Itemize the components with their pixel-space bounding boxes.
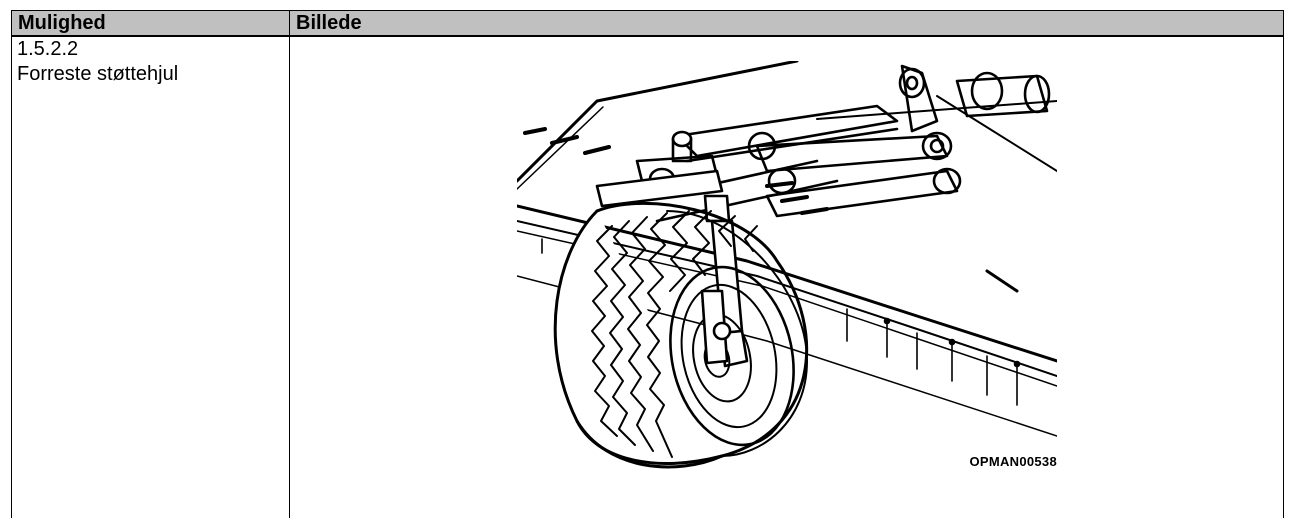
section-number: 1.5.2.2: [17, 38, 79, 60]
option-cell: 1.5.2.2 Forreste støttehjul: [11, 36, 290, 518]
table-row: 1.5.2.2 Forreste støttehjul: [11, 36, 1284, 518]
front-support-wheel-illustration: [517, 61, 1057, 469]
image-cell: OPMAN00538: [289, 36, 1284, 518]
wheel-fork: [700, 289, 732, 365]
figure-code: OPMAN00538: [969, 454, 1057, 469]
front-support-wheel-figure: OPMAN00538: [517, 61, 1057, 475]
header-image: Billede: [289, 10, 1284, 37]
tire: [553, 201, 809, 469]
tire-tread: [591, 210, 758, 458]
linkage-arms: [635, 64, 1051, 223]
table-header-row: Mulighed Billede: [11, 10, 1284, 37]
option-name: Forreste støttehjul: [17, 63, 179, 85]
header-option: Mulighed: [11, 10, 290, 37]
options-table: Mulighed Billede 1.5.2.2 Forreste støtte…: [11, 10, 1284, 518]
deck-lettering: [523, 127, 829, 215]
